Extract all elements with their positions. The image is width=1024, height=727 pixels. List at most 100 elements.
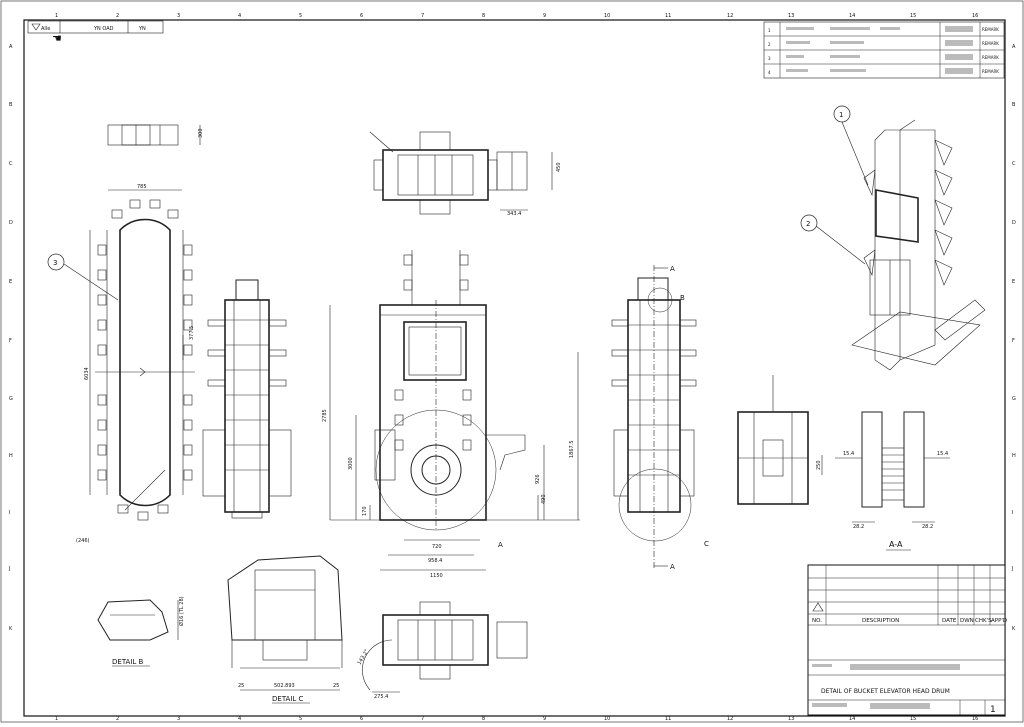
corner-cell: Alle xyxy=(41,26,50,32)
col-label: 3 xyxy=(177,716,180,722)
col-label: 13 xyxy=(788,716,794,722)
col-label: 10 xyxy=(604,716,610,722)
col-label: 2 xyxy=(116,13,119,19)
row-label: E xyxy=(9,279,12,285)
col-label: 14 xyxy=(849,13,855,19)
row-label: E xyxy=(1012,279,1015,285)
col-label: 10 xyxy=(604,13,610,19)
detail-c-label: DETAIL C xyxy=(272,695,304,703)
section-arrow-a-bottom: A xyxy=(670,563,675,571)
section-arrow-a-top: A xyxy=(670,265,675,273)
dim-front-width-inner: 720 xyxy=(432,544,442,550)
row-label: I xyxy=(1012,510,1013,516)
row-label: F xyxy=(9,338,12,344)
row-label: H xyxy=(9,453,13,459)
revision-table: 1 2 3 4 REMARK REMARK REMARK REMARK xyxy=(764,22,1004,78)
tb-header-dwn: DWN xyxy=(960,618,974,624)
balloon-2: 2 xyxy=(801,215,817,231)
row-label: B xyxy=(1012,102,1016,108)
row-label: J xyxy=(8,566,10,572)
row-label: D xyxy=(1012,220,1016,226)
scale-value: 1 xyxy=(990,705,996,715)
col-label: 11 xyxy=(665,13,671,19)
remark-label: REMARK xyxy=(982,27,999,32)
remark-label: REMARK xyxy=(982,55,999,60)
dim-front-bottom-small: 170 xyxy=(362,506,368,516)
col-label: 9 xyxy=(543,13,546,19)
col-label: 2 xyxy=(116,716,119,722)
col-label: 5 xyxy=(299,716,302,722)
dim-section-bottom-left: 28.2 xyxy=(853,524,864,530)
dim-small-top: 300 xyxy=(198,128,204,138)
balloon-1: 1 xyxy=(834,106,850,122)
tb-header-chk: CHK'S xyxy=(975,618,992,624)
dim-front-total-height: 2785 xyxy=(322,409,328,422)
corner-cell: YN OAD xyxy=(93,26,114,32)
balloon-number: 3 xyxy=(53,259,57,267)
col-label: 12 xyxy=(727,13,733,19)
row-label: C xyxy=(1012,161,1016,167)
balloon-3: 3 xyxy=(48,254,64,270)
dim-loop-width: 785 xyxy=(137,184,147,190)
dim-front-inner-height: 3000 xyxy=(348,457,354,470)
row-label: I xyxy=(9,510,10,516)
col-label: 9 xyxy=(543,716,546,722)
dim-bottom-view: 275.4 xyxy=(374,694,388,700)
dim-front-right-height: 1867.5 xyxy=(569,441,575,459)
col-label: 8 xyxy=(482,716,485,722)
dim-front-width-mid: 958.4 xyxy=(428,558,442,564)
col-label: 16 xyxy=(972,13,978,19)
callout-c: C xyxy=(704,540,709,548)
col-label: 7 xyxy=(421,716,424,722)
col-label: 7 xyxy=(421,13,424,19)
row-label: A xyxy=(1012,44,1016,50)
dim-section-mid: 250 xyxy=(816,460,822,470)
col-label: 16 xyxy=(972,716,978,722)
balloon-number: 1 xyxy=(839,111,843,119)
callout-b: B xyxy=(680,294,685,302)
hand-icon: ☚ xyxy=(52,32,62,45)
row-label: G xyxy=(1012,396,1016,402)
section-aa-label: A-A xyxy=(889,540,903,549)
col-label: 6 xyxy=(360,716,363,722)
dim-detail-b-side: Ø16 (TL 28) xyxy=(178,596,185,626)
dim-side-pitch: 377.5 xyxy=(189,326,195,340)
dim-top-height: 450 xyxy=(556,162,562,172)
dim-loop-height: 6034 xyxy=(84,367,90,380)
dim-detail-c-mid: 502.893 xyxy=(274,683,295,689)
row-label: B xyxy=(9,102,13,108)
col-label: 15 xyxy=(910,13,916,19)
dim-front-width-total: 1150 xyxy=(430,573,443,579)
col-label: 4 xyxy=(238,13,241,19)
col-label: 14 xyxy=(849,716,855,722)
callout-a: A xyxy=(498,541,503,549)
col-label: 15 xyxy=(910,716,916,722)
balloon-number: 2 xyxy=(806,220,810,228)
tb-header-app: APP'D xyxy=(991,618,1007,624)
dim-front-right-lower: 926 xyxy=(535,474,541,484)
row-label: D xyxy=(9,220,13,226)
dim-section-right: 15.4 xyxy=(937,451,948,457)
tb-header-description: DESCRIPTION xyxy=(862,618,899,624)
col-label: 11 xyxy=(665,716,671,722)
dim-section-left: 15.4 xyxy=(843,451,854,457)
row-label: C xyxy=(9,161,13,167)
col-label: 5 xyxy=(299,13,302,19)
row-label: F xyxy=(1012,338,1015,344)
remark-label: REMARK xyxy=(982,69,999,74)
col-label: 8 xyxy=(482,13,485,19)
tb-header-no: NO. xyxy=(812,618,822,624)
dim-detail-c-left: 25 xyxy=(238,683,244,689)
col-label: 1 xyxy=(55,716,58,722)
row-label: H xyxy=(1012,453,1016,459)
row-label: A xyxy=(9,44,13,50)
dim-section-bottom-right: 28.2 xyxy=(922,524,933,530)
remark-label: REMARK xyxy=(982,41,999,46)
col-label: 1 xyxy=(55,13,58,19)
row-label: G xyxy=(9,396,13,402)
col-label: 12 xyxy=(727,716,733,722)
title-block: NO. DESCRIPTION DATE DWN CHK'S APP'D DET… xyxy=(808,565,1007,715)
col-label: 3 xyxy=(177,13,180,19)
row-label: J xyxy=(1011,566,1013,572)
